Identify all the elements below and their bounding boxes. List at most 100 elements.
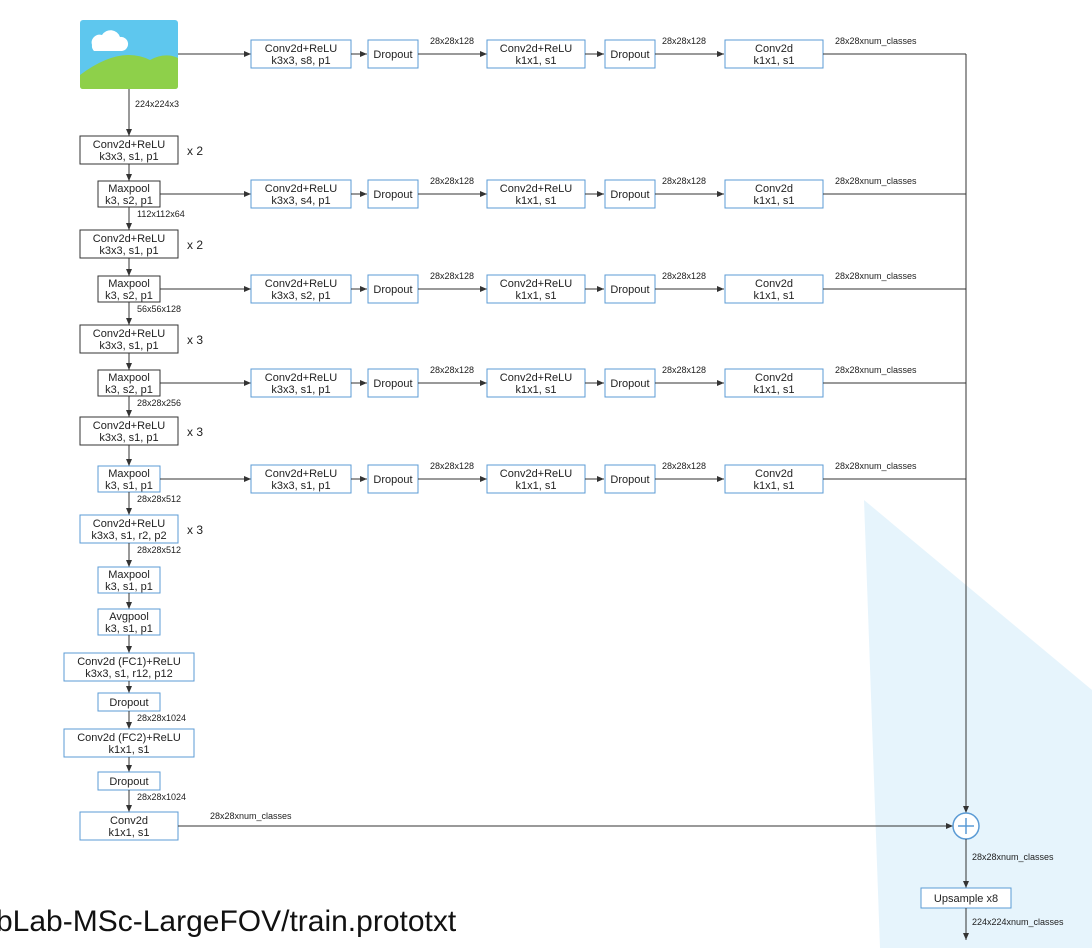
branch-conv2-box-line: k1x1, s1 <box>516 290 557 302</box>
branch-dropout2-box-rect <box>604 39 656 69</box>
tensor-size-label: 28x28x1024 <box>137 792 186 802</box>
upsample-box: Upsample x8 <box>920 887 1012 909</box>
main-layer-box-line: Maxpool <box>108 278 150 290</box>
tensor-size-label: 28x28x128 <box>430 176 474 186</box>
branch-dropout1-box: Dropout <box>367 464 419 494</box>
main-layer-box-rect <box>97 465 161 493</box>
main-layer-box-line: k1x1, s1 <box>109 744 150 756</box>
tensor-size-label: 28x28x128 <box>662 36 706 46</box>
main-layer-box-rect <box>63 652 195 682</box>
tensor-size-label: 224x224xnum_classes <box>972 917 1064 927</box>
upsample-box-line: Upsample x8 <box>934 893 998 905</box>
tensor-size-label: 28x28x128 <box>430 271 474 281</box>
tensor-size-label: 28x28x128 <box>430 365 474 375</box>
branch-dropout2-box: Dropout <box>604 368 656 398</box>
branch-dropout2-box: Dropout <box>604 179 656 209</box>
branch-conv2-box-rect <box>486 368 586 398</box>
tensor-size-label: 28x28xnum_classes <box>835 461 917 471</box>
main-layer-box-line: Maxpool <box>108 183 150 195</box>
main-layer-box-line: Maxpool <box>108 569 150 581</box>
branch-conv2-box-line: k1x1, s1 <box>516 55 557 67</box>
tensor-size-label: 28x28x128 <box>662 461 706 471</box>
branch-conv1-box-rect <box>250 179 352 209</box>
branch-conv2-box-line: k1x1, s1 <box>516 480 557 492</box>
main-layer-box-line: Avgpool <box>109 611 149 623</box>
branch-dropout1-box-line: Dropout <box>373 474 412 486</box>
tensor-size-label: 28x28x256 <box>137 398 181 408</box>
branch-conv1-box-line: Conv2d+ReLU <box>265 468 338 480</box>
tensor-size-label: 28x28xnum_classes <box>210 811 292 821</box>
branch-conv3-box-line: k1x1, s1 <box>754 55 795 67</box>
branch-conv3-box-rect <box>724 274 824 304</box>
main-layer-box-line: Dropout <box>109 697 148 709</box>
branch-conv2-box-rect <box>486 39 586 69</box>
branch-dropout1-box-rect <box>367 39 419 69</box>
branch-conv2-box-rect <box>486 274 586 304</box>
branch-conv2-box-line: k1x1, s1 <box>516 384 557 396</box>
branch-dropout2-box: Dropout <box>604 464 656 494</box>
main-layer-box-rect <box>63 728 195 758</box>
branch-conv3-box-line: k1x1, s1 <box>754 290 795 302</box>
branch-dropout2-box-line: Dropout <box>610 474 649 486</box>
tensor-size-label: 28x28x128 <box>662 365 706 375</box>
tensor-size-label: 56x56x128 <box>137 304 181 314</box>
main-layer-box-line: Conv2d+ReLU <box>93 139 166 151</box>
branch-conv3-box-rect <box>724 464 824 494</box>
branch-conv1-box-line: k3x3, s1, p1 <box>271 480 330 492</box>
main-layer-box-line: Conv2d+ReLU <box>93 233 166 245</box>
branch-conv1-box-line: Conv2d+ReLU <box>265 183 338 195</box>
branch-dropout2-box-rect <box>604 368 656 398</box>
repeat-label: x 2 <box>187 238 203 252</box>
main-layer-box-line: k3, s1, p1 <box>105 623 153 635</box>
branch-conv2-box-line: Conv2d+ReLU <box>500 372 573 384</box>
tensor-size-label: 28x28x128 <box>662 176 706 186</box>
tensor-size-label: 28x28xnum_classes <box>835 36 917 46</box>
branch-conv3-box-line: k1x1, s1 <box>754 384 795 396</box>
branch-conv3-box-line: Conv2d <box>755 183 793 195</box>
branch-conv1-box-line: Conv2d+ReLU <box>265 278 338 290</box>
main-layer-box: Dropout <box>97 771 161 791</box>
branch-conv3-box-line: Conv2d <box>755 372 793 384</box>
footer-filename: bLab-MSc-LargeFOV/train.prototxt <box>0 905 457 938</box>
branch-dropout2-box: Dropout <box>604 274 656 304</box>
branch-conv2-box-rect <box>486 179 586 209</box>
main-layer-box-line: k3x3, s1, r12, p12 <box>85 668 172 680</box>
tensor-size-label: 28x28xnum_classes <box>835 176 917 186</box>
branch-dropout2-box-rect <box>604 274 656 304</box>
branch-conv2-box-line: Conv2d+ReLU <box>500 183 573 195</box>
main-layer-box-line: k3x3, s1, p1 <box>99 432 158 444</box>
branch-dropout2-box: Dropout <box>604 39 656 69</box>
main-layer-box-line: Maxpool <box>108 372 150 384</box>
branch-dropout1-box: Dropout <box>367 39 419 69</box>
main-layer-box-line: k3, s2, p1 <box>105 195 153 207</box>
branch-dropout1-box-rect <box>367 368 419 398</box>
branch-dropout2-box-line: Dropout <box>610 378 649 390</box>
branch-conv1-box-line: Conv2d+ReLU <box>265 372 338 384</box>
branch-conv1-box-rect <box>250 368 352 398</box>
main-layer-box-line: Conv2d+ReLU <box>93 420 166 432</box>
main-layer-box-line: k3, s2, p1 <box>105 290 153 302</box>
main-layer-box-rect <box>79 135 179 165</box>
branch-dropout1-box-line: Dropout <box>373 378 412 390</box>
main-layer-box-line: k1x1, s1 <box>109 827 150 839</box>
main-layer-box: Dropout <box>97 692 161 712</box>
branch-dropout1-box: Dropout <box>367 179 419 209</box>
